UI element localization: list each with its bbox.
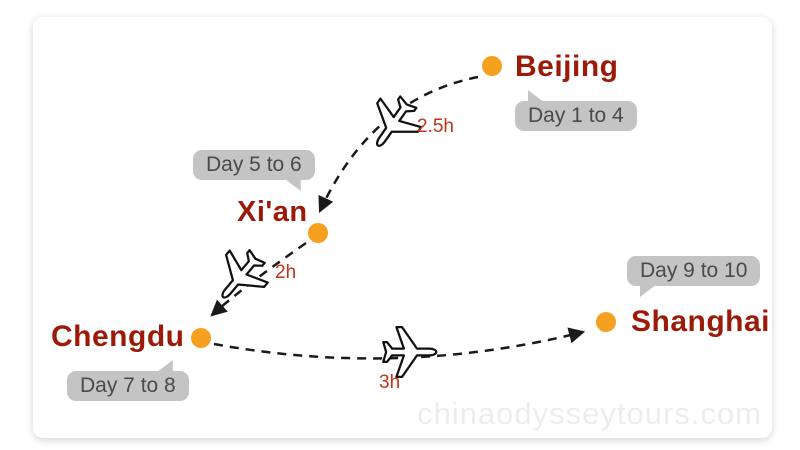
airplane-icon <box>382 326 438 378</box>
city-label-xian: Xi'an <box>237 196 308 228</box>
city-label-beijing: Beijing <box>515 50 619 83</box>
city-dot-xian <box>308 223 328 243</box>
watermark-text: chinaodysseytours.com <box>417 396 762 431</box>
flight-duration-xian-chengdu: 2h <box>275 262 297 283</box>
day-badge-label: Day 9 to 10 <box>640 259 748 282</box>
flight-duration-chengdu-shanghai: 3h <box>379 372 401 393</box>
airplane-icon <box>221 249 269 299</box>
day-badge-chengdu: Day 7 to 8 <box>67 360 189 401</box>
city-label-chengdu: Chengdu <box>51 320 185 353</box>
day-badge-shanghai: Day 9 to 10 <box>627 256 761 297</box>
city-dot-beijing <box>482 56 502 76</box>
route-chengdu-shanghai <box>213 327 586 360</box>
airplane-icon <box>375 95 423 147</box>
day-badge-beijing: Day 1 to 4 <box>515 90 637 131</box>
city-dot-chengdu <box>191 328 211 348</box>
day-badge-label: Day 1 to 4 <box>528 104 624 127</box>
day-badge-label: Day 5 to 6 <box>206 153 302 176</box>
day-badge-label: Day 7 to 8 <box>80 374 176 397</box>
flight-duration-beijing-xian: 2.5h <box>417 116 454 137</box>
city-label-shanghai: Shanghai <box>631 305 771 338</box>
city-dot-shanghai <box>596 312 616 332</box>
day-badge-xian: Day 5 to 6 <box>193 150 315 191</box>
